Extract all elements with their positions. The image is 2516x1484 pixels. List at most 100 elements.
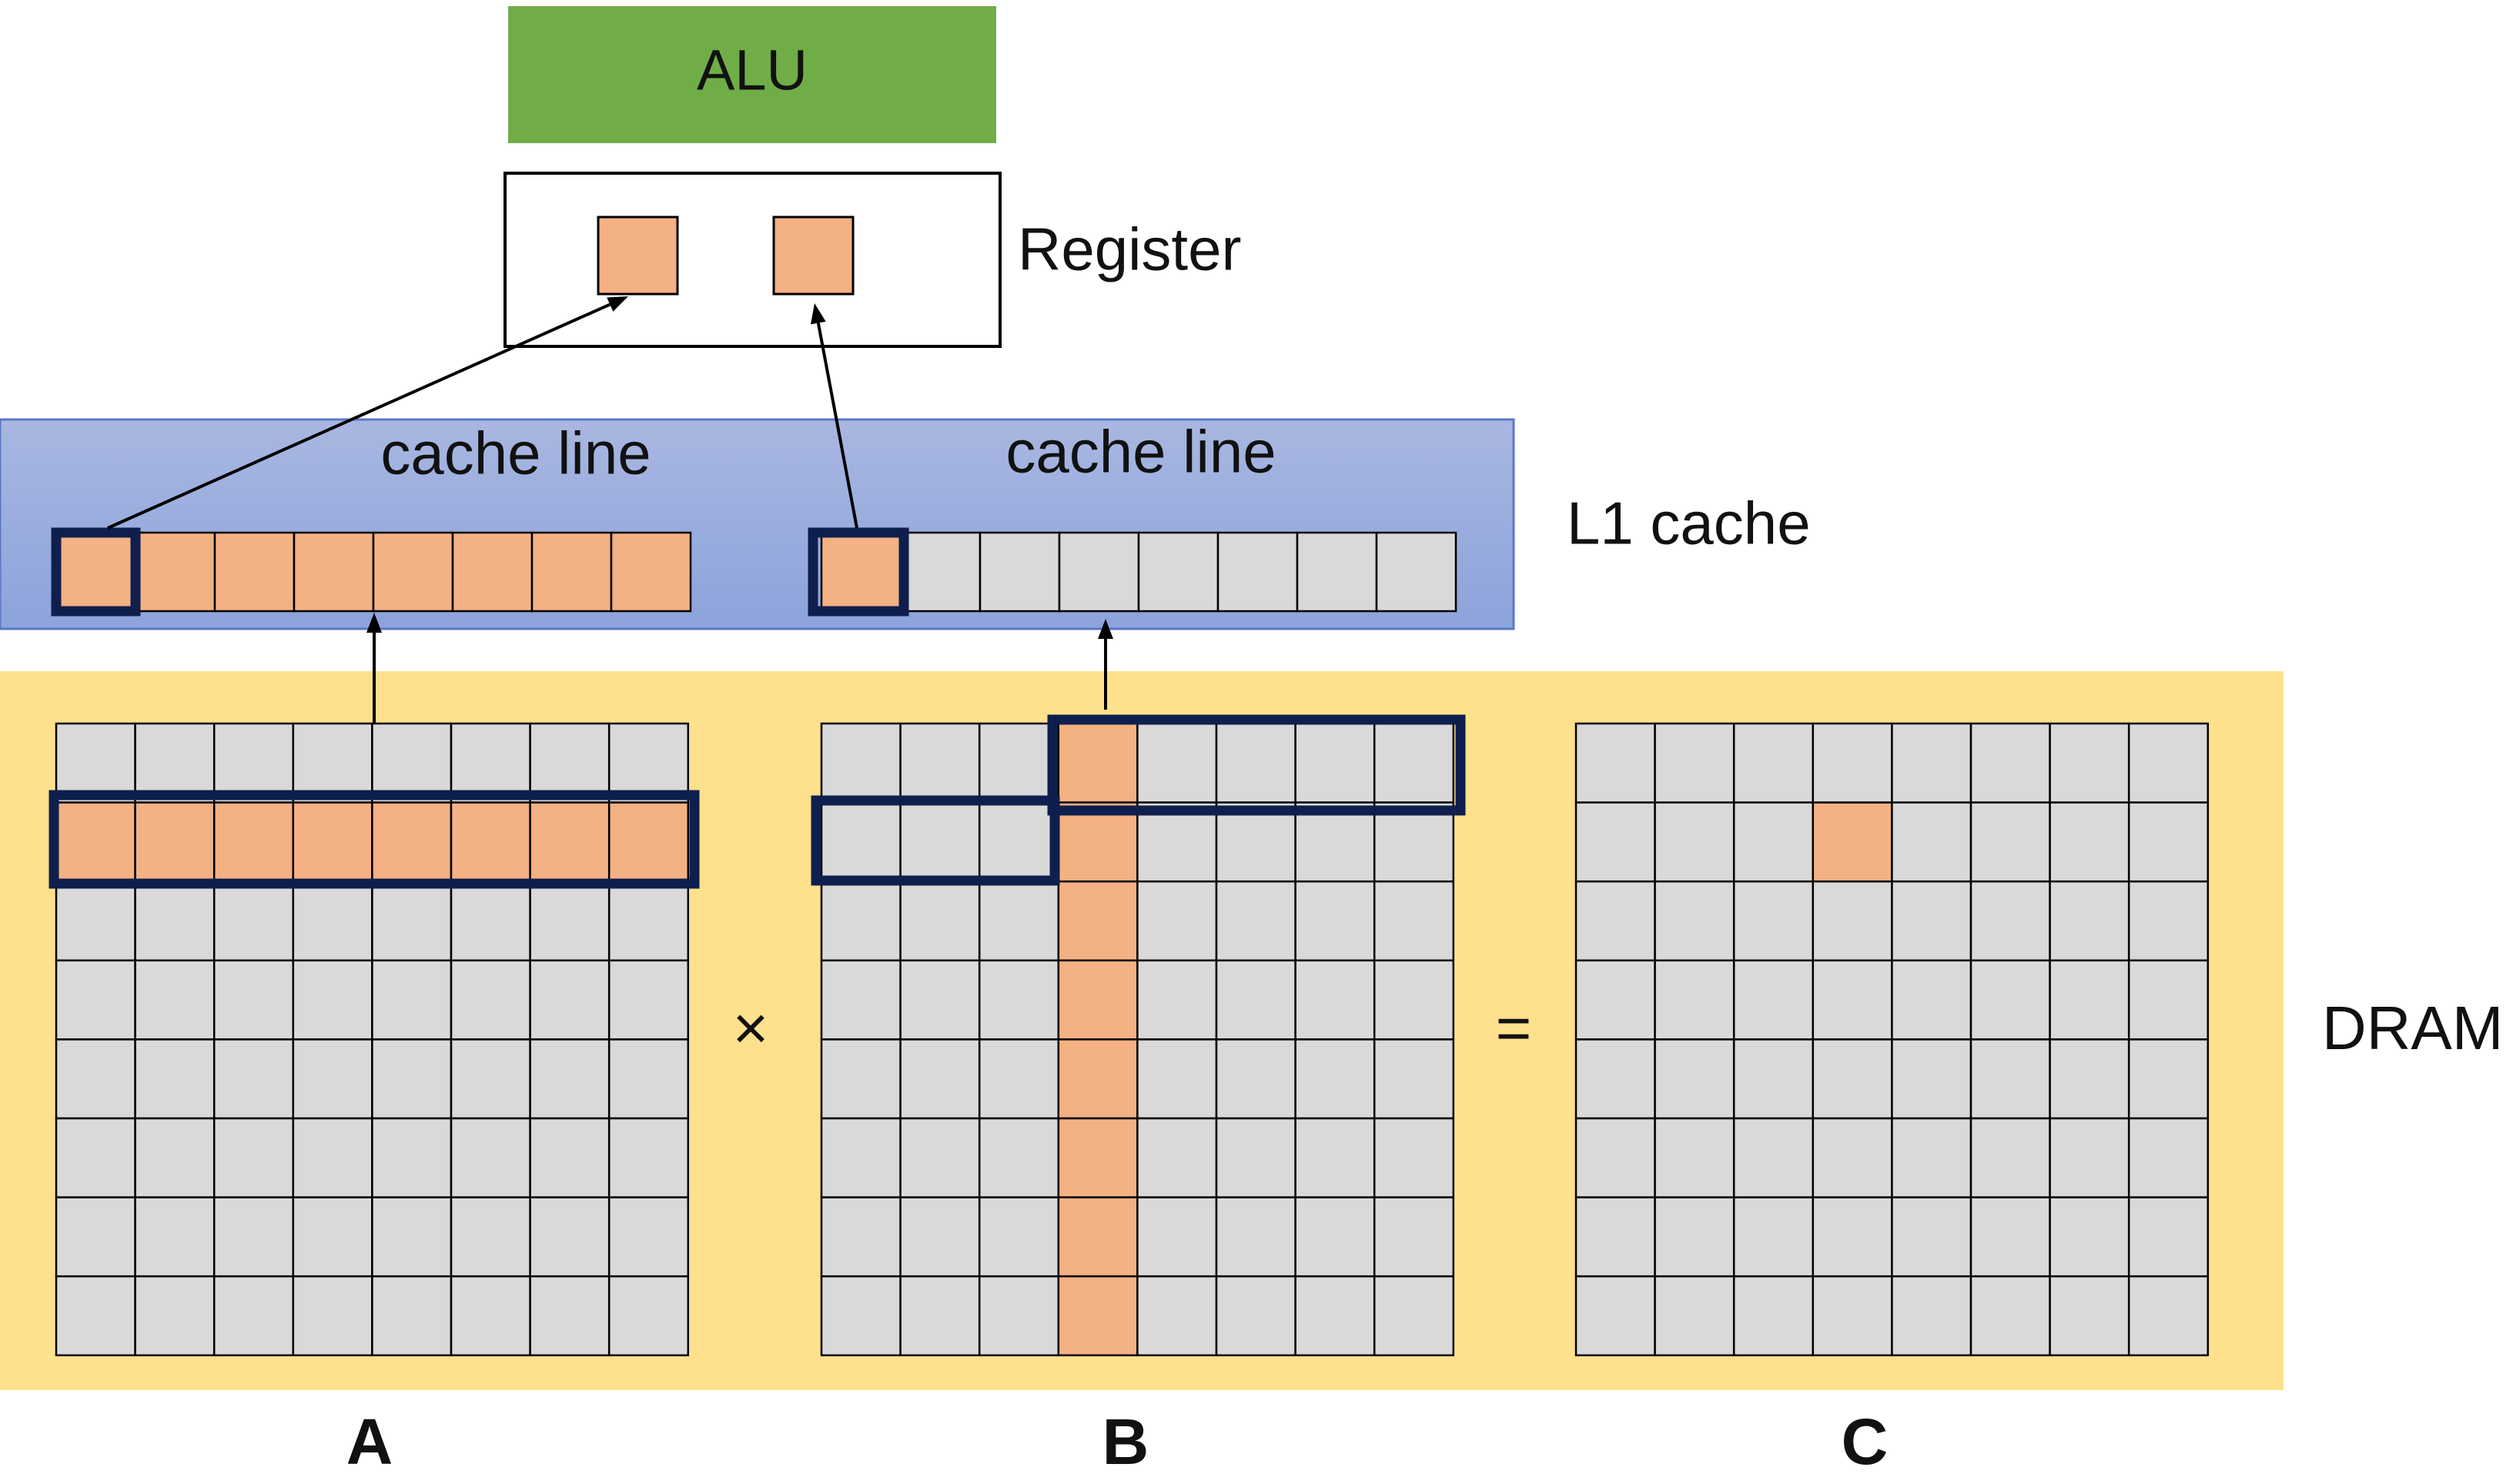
matrix-a-cell — [607, 880, 690, 962]
matrix-a-cell — [55, 1117, 136, 1198]
matrix-b-cell — [1136, 1196, 1218, 1278]
matrix-b-cell — [899, 722, 981, 804]
matrix-c-cell — [2049, 959, 2130, 1041]
matrix-b-cell — [1373, 1196, 1455, 1278]
matrix-b-cell — [899, 1275, 981, 1357]
matrix-b-cell — [1215, 1196, 1296, 1278]
matrix-b-cell — [1373, 801, 1455, 883]
matrix-c-cell — [2049, 801, 2130, 883]
matrix-b-cell — [820, 1117, 902, 1198]
matrix-c-cell — [2049, 1038, 2130, 1120]
matrix-c-cell — [1969, 880, 2051, 962]
matrix-c-cell — [1891, 1196, 1972, 1278]
matrix-b-cell — [1294, 959, 1376, 1041]
cache-line-left-cell — [213, 531, 296, 613]
matrix-a-cell — [371, 1117, 453, 1198]
matrix-c-cell — [1654, 801, 1735, 883]
matrix-a-cell — [450, 801, 531, 883]
matrix-c-cell — [1969, 801, 2051, 883]
cache-line-right-cell — [1296, 531, 1378, 613]
matrix-b-cell — [1136, 880, 1218, 962]
matrix-c-cell — [1654, 1275, 1735, 1357]
matrix-c-cell — [1891, 959, 1972, 1041]
arrow-cache-left-to-register-head — [607, 296, 628, 312]
matrix-c-cell — [2127, 1196, 2210, 1278]
matrix-b-cell — [899, 959, 981, 1041]
arrow-cache-left-to-register — [107, 296, 628, 530]
matrix-a-cell — [607, 1275, 690, 1357]
equals-operator: = — [1496, 994, 1532, 1062]
matrix-b-cell — [1136, 959, 1218, 1041]
matrix-b-cell — [1057, 1275, 1139, 1357]
cache-line-right-cell — [979, 531, 1061, 613]
matrix-a-cell — [529, 880, 611, 962]
matrix-b-cell — [820, 1275, 902, 1357]
matrix-c-cell — [1891, 722, 1972, 804]
matrix-a-cell — [450, 1275, 531, 1357]
matrix-c-label: C — [1842, 1405, 1889, 1478]
matrix-a-cell — [529, 1038, 611, 1120]
matrix-b-cell — [820, 722, 902, 804]
matrix-b-cell — [899, 1038, 981, 1120]
matrix-a-cell — [292, 1117, 373, 1198]
l1-cache-label: L1 cache — [1567, 490, 1811, 557]
matrix-c-cell — [1574, 1117, 1656, 1198]
matrix-a-cell — [55, 1196, 136, 1278]
matrix-a-label: A — [346, 1405, 393, 1478]
matrix-b-cell — [1373, 1038, 1455, 1120]
matrix-b-cell — [978, 1196, 1060, 1278]
matrix-c-cell — [1812, 801, 1893, 883]
matrix-c-cell — [1732, 722, 1815, 804]
matrix-a-cell — [529, 801, 611, 883]
matrix-a-cell — [529, 1275, 611, 1357]
alu-box — [508, 6, 996, 143]
matrix-b-cell — [1294, 801, 1376, 883]
matrix-b-cell — [1215, 959, 1296, 1041]
matrix-a-cell — [529, 722, 611, 804]
matrix-b-cell — [1057, 1196, 1139, 1278]
matrix-b-label: B — [1102, 1405, 1149, 1478]
matrix-c-cell — [2127, 1038, 2210, 1120]
matrix-c-cell — [1732, 880, 1815, 962]
cache-line-label-right: cache line — [1005, 418, 1276, 486]
matrix-a-cell — [134, 1117, 216, 1198]
arrow-cache-right-to-register-shaft — [816, 323, 858, 529]
matrix-b-cell — [1373, 1117, 1455, 1198]
matrix-b-cell — [1057, 959, 1139, 1041]
matrix-a-cell — [212, 1038, 295, 1120]
matrix-b-cell — [978, 1275, 1060, 1357]
matrix-c-cell — [1574, 1275, 1656, 1357]
matrix-a-cell — [607, 722, 690, 804]
matrix-c-cell — [1732, 1275, 1815, 1357]
matrix-a-cell — [134, 959, 216, 1041]
matrix-c-cell — [1812, 1038, 1893, 1120]
matrix-a-cell — [134, 1196, 216, 1278]
matrix-b-cell — [1294, 880, 1376, 962]
matrix-b-cell — [1294, 1196, 1376, 1278]
matrix-a-cell — [55, 1038, 136, 1120]
matrix-c-cell — [2049, 880, 2130, 962]
matrix-a-cell — [529, 959, 611, 1041]
matrix-c-cell — [2049, 1275, 2130, 1357]
matrix-a-cell — [55, 959, 136, 1041]
matrix-c-cell — [1891, 801, 1972, 883]
matrix-c-cell — [2127, 880, 2210, 962]
matrix-a-cell — [529, 1196, 611, 1278]
matrix-c-cell — [1732, 1117, 1815, 1198]
matrix-a-cell — [134, 1038, 216, 1120]
matrix-c-cell — [1969, 1038, 2051, 1120]
cache-line-right-cell — [1137, 531, 1220, 613]
matrix-a-cell — [529, 1117, 611, 1198]
matrix-a-cell — [371, 1196, 453, 1278]
matrix-c-cell — [1654, 722, 1735, 804]
cache-line-left-cell — [610, 531, 692, 613]
matrix-b-cell — [978, 722, 1060, 804]
matrix-a-cell — [212, 1275, 295, 1357]
matrix-b-cell — [820, 1038, 902, 1120]
cache-line-right — [820, 531, 1457, 613]
matrix-c-cell — [1732, 1038, 1815, 1120]
cache-line-label-left: cache line — [380, 419, 651, 487]
arrow-cache-right-to-register-head — [810, 303, 826, 325]
register-box — [504, 172, 1002, 348]
